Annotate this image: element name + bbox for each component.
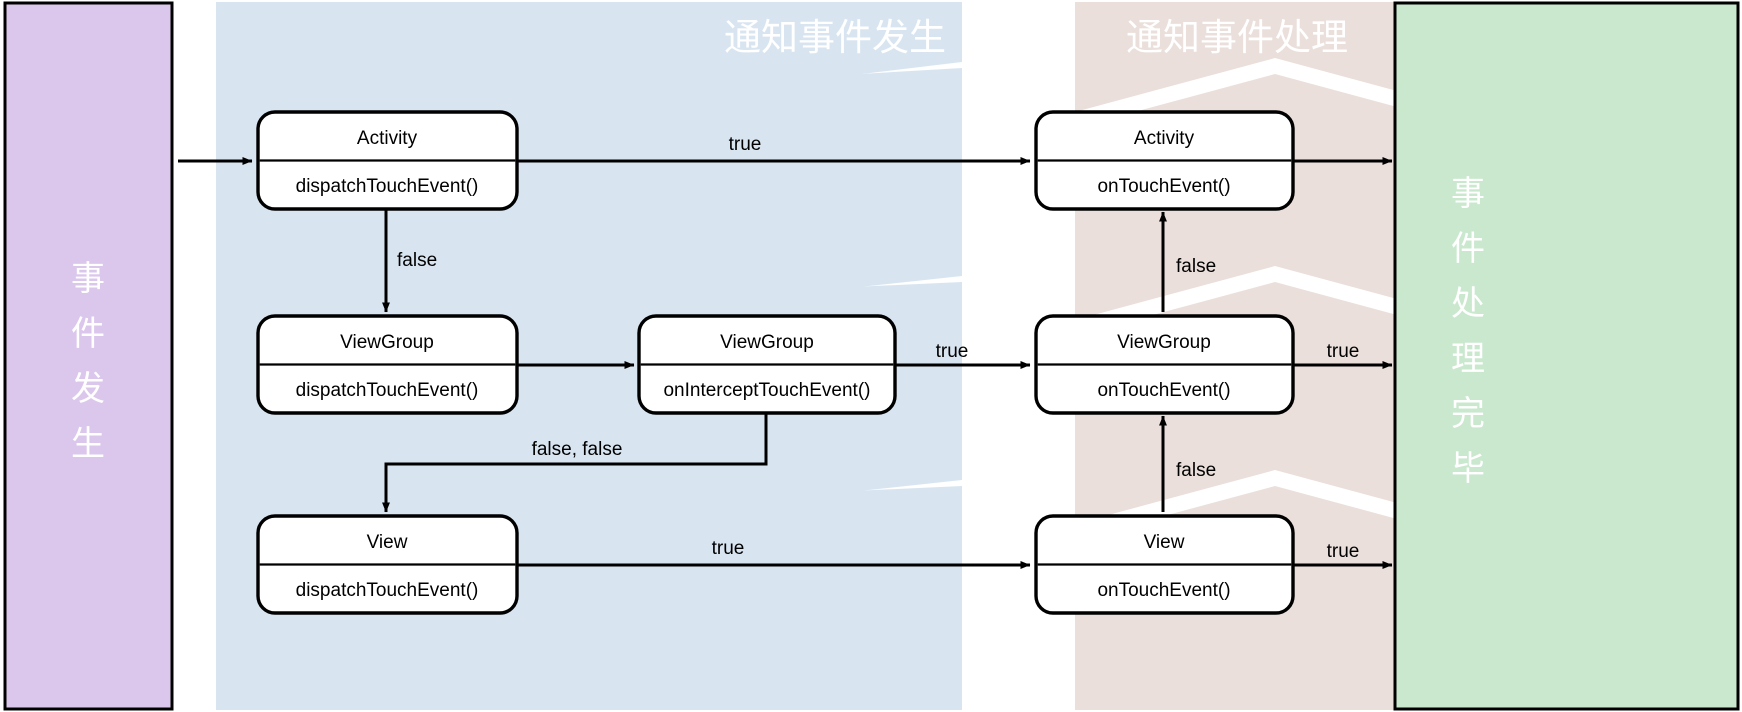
node-dispatch-view[interactable]: View dispatchTouchEvent()	[256, 514, 519, 615]
end-char-1: 件	[1451, 229, 1485, 269]
node-intercept-viewgroup[interactable]: ViewGroup onInterceptTouchEvent()	[637, 314, 897, 415]
label-handleview-true-out: true	[1327, 541, 1360, 562]
phase-title-dispatch: 通知事件发生	[724, 16, 946, 59]
label-handlevg-false: false	[1176, 256, 1216, 277]
start-char-3: 生	[71, 424, 105, 464]
node-dispatch-activity-title: Activity	[357, 128, 418, 149]
label-handlevg-true-out: true	[1327, 341, 1360, 362]
node-dispatch-viewgroup-title: ViewGroup	[340, 332, 434, 353]
label-activity-false: false	[397, 250, 437, 271]
node-handle-activity[interactable]: Activity onTouchEvent()	[1034, 110, 1295, 211]
node-dispatch-viewgroup-method: dispatchTouchEvent()	[296, 380, 479, 401]
start-panel-label: 事 件 发 生	[71, 259, 105, 464]
node-handle-view-method: onTouchEvent()	[1097, 580, 1230, 601]
node-handle-view[interactable]: View onTouchEvent()	[1034, 514, 1295, 615]
end-panel	[1393, 1, 1740, 711]
node-handle-viewgroup-method: onTouchEvent()	[1097, 380, 1230, 401]
node-dispatch-viewgroup[interactable]: ViewGroup dispatchTouchEvent()	[256, 314, 519, 415]
node-dispatch-view-method: dispatchTouchEvent()	[296, 580, 479, 601]
end-char-0: 事	[1451, 174, 1485, 214]
node-handle-view-title: View	[1144, 532, 1185, 553]
start-char-2: 发	[71, 369, 105, 409]
edges	[178, 157, 1393, 569]
label-activity-true: true	[729, 134, 762, 155]
node-dispatch-activity[interactable]: Activity dispatchTouchEvent()	[256, 110, 519, 211]
node-handle-activity-title: Activity	[1134, 128, 1195, 149]
node-intercept-viewgroup-method: onInterceptTouchEvent()	[663, 380, 870, 401]
phase-title-handle: 通知事件处理	[1126, 16, 1348, 59]
label-viewdispatch-true: true	[712, 538, 745, 559]
end-char-3: 理	[1451, 339, 1485, 379]
end-char-4: 完	[1451, 394, 1485, 434]
node-dispatch-view-title: View	[367, 532, 408, 553]
start-panel	[3, 1, 174, 711]
end-char-5: 毕	[1451, 449, 1485, 489]
end-char-2: 处	[1451, 284, 1485, 324]
node-handle-activity-method: onTouchEvent()	[1097, 176, 1230, 197]
edge-labels: true false true false, false true false …	[397, 134, 1359, 562]
label-handleview-false: false	[1176, 460, 1216, 481]
label-intercept-true: true	[936, 341, 969, 362]
node-intercept-viewgroup-title: ViewGroup	[720, 332, 814, 353]
edge-intercept-false-false	[382, 410, 768, 513]
end-panel-label: 事 件 处 理 完 毕	[1451, 174, 1485, 489]
node-handle-viewgroup-title: ViewGroup	[1117, 332, 1211, 353]
label-false-false: false, false	[532, 439, 623, 460]
start-char-0: 事	[71, 259, 105, 299]
start-char-1: 件	[71, 314, 105, 354]
node-dispatch-activity-method: dispatchTouchEvent()	[296, 176, 479, 197]
node-handle-viewgroup[interactable]: ViewGroup onTouchEvent()	[1034, 314, 1295, 415]
